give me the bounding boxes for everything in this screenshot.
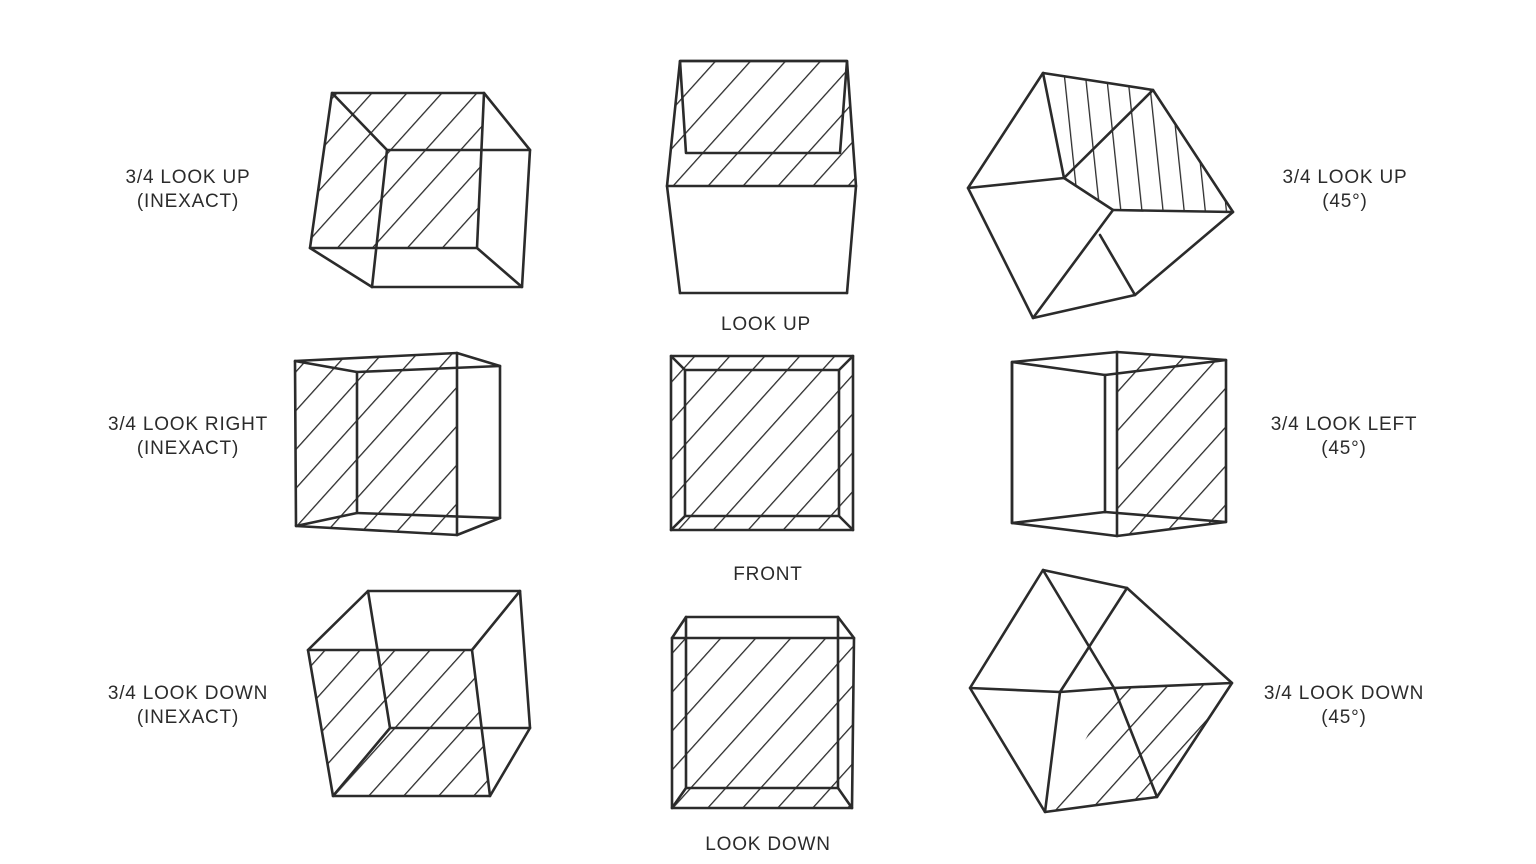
cube-front	[669, 354, 855, 532]
label-three-quarter-look-up-45: 3/4 LOOK UP (45°)	[1282, 167, 1408, 212]
label-look-up: LOOK UP	[720, 314, 812, 335]
cube-three-quarter-look-down-inexact	[306, 589, 532, 798]
cube-three-quarter-look-left-45	[1010, 350, 1228, 538]
cube-three-quarter-look-up-inexact	[308, 91, 532, 289]
label-three-quarter-look-right-inexact: 3/4 LOOK RIGHT (INEXACT)	[107, 414, 269, 459]
label-three-quarter-look-up-inexact: 3/4 LOOK UP (INEXACT)	[125, 167, 251, 212]
label-three-quarter-look-left-45: 3/4 LOOK LEFT (45°)	[1270, 414, 1418, 459]
label-three-quarter-look-down-45: 3/4 LOOK DOWN (45°)	[1263, 683, 1425, 728]
label-look-down: LOOK DOWN	[705, 834, 831, 855]
cube-three-quarter-look-down-45	[968, 568, 1234, 814]
label-three-quarter-look-down-inexact: 3/4 LOOK DOWN (INEXACT)	[107, 683, 269, 728]
cube-look-up	[665, 59, 858, 295]
label-front: FRONT	[733, 564, 803, 585]
cube-three-quarter-look-right-inexact	[293, 351, 502, 537]
cube-look-down	[670, 615, 856, 810]
cube-three-quarter-look-up-45	[966, 71, 1235, 320]
